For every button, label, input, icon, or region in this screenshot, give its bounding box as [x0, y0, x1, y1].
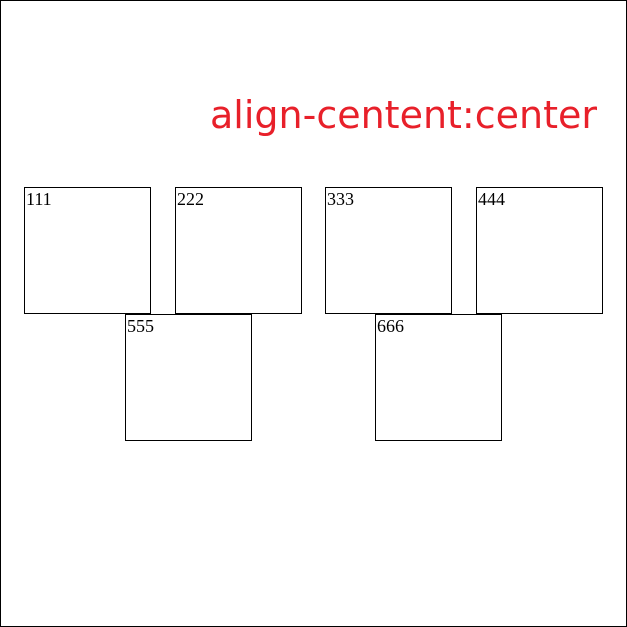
box-label: 333 — [327, 189, 354, 209]
flex-item-box: 222 — [175, 187, 302, 314]
page-title: align-centent:center — [210, 93, 597, 137]
flex-item-box: 111 — [24, 187, 151, 314]
box-label: 555 — [127, 316, 154, 336]
flex-item-box: 555 — [125, 314, 252, 441]
flex-item-box: 666 — [375, 314, 502, 441]
box-label: 111 — [26, 189, 52, 209]
flex-item-box: 333 — [325, 187, 452, 314]
box-label: 444 — [478, 189, 505, 209]
box-label: 222 — [177, 189, 204, 209]
box-label: 666 — [377, 316, 404, 336]
flex-item-box: 444 — [476, 187, 603, 314]
